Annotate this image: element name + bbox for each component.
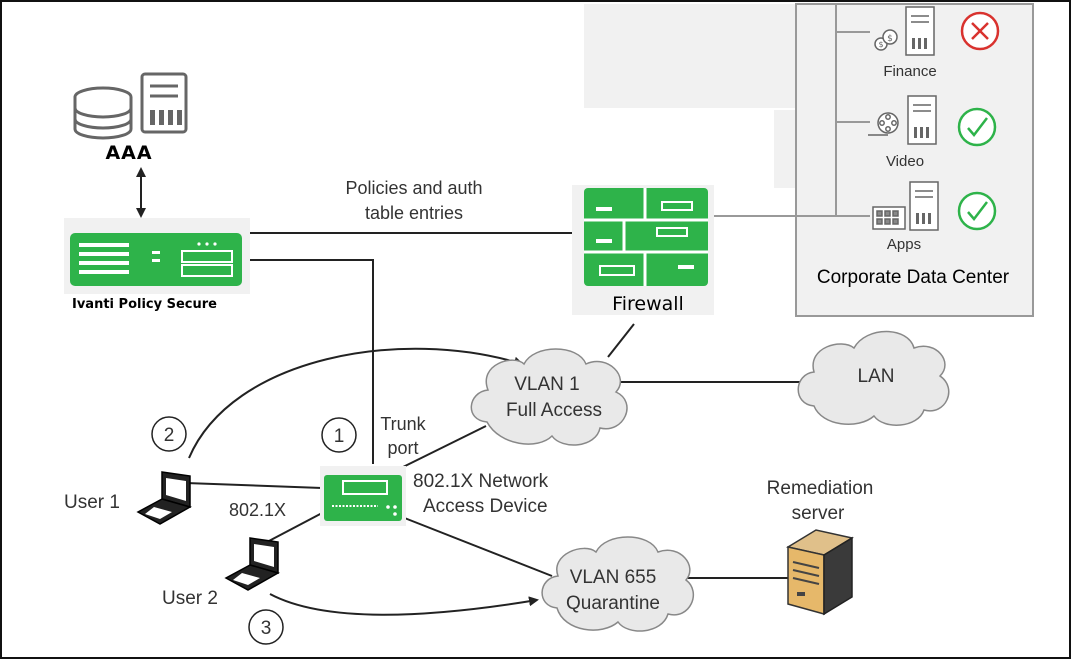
user1-to-vlan1-arrow xyxy=(188,347,524,459)
vlan655-label-line2: Quarantine xyxy=(566,593,660,614)
step-badge-3-label: 3 xyxy=(261,618,272,639)
video-server-icon xyxy=(907,95,937,145)
vlan1-label-line1: VLAN 1 xyxy=(514,374,579,395)
connections xyxy=(136,167,802,616)
aaa-label: AAA xyxy=(105,142,152,164)
vlan1-cloud xyxy=(470,348,628,446)
firewall-to-vlan1-line xyxy=(607,323,635,358)
user1-label: User 1 xyxy=(64,492,120,513)
video-reel-icon xyxy=(868,112,899,136)
vlan655-label-line1: VLAN 655 xyxy=(570,567,657,588)
nad-label-line2: Access Device xyxy=(423,496,548,517)
svg-text:$: $ xyxy=(887,34,893,44)
data-center-title: Corporate Data Center xyxy=(817,267,1010,288)
user1-to-nad-line xyxy=(185,482,323,489)
remediation-server-icon[interactable] xyxy=(786,529,854,616)
policies-label-line1: Policies and auth xyxy=(345,178,482,198)
finance-label: Finance xyxy=(883,63,936,80)
firewall-label: Firewall xyxy=(612,293,684,315)
user2-label: User 2 xyxy=(162,588,218,609)
trunk-label-line2: port xyxy=(387,438,418,458)
nad-label-line1: 802.1X Network xyxy=(413,471,549,492)
policy-to-nad-line xyxy=(250,259,374,464)
remediation-label-line1: Remediation xyxy=(767,478,874,499)
nad-to-vlan1-line xyxy=(400,425,487,469)
vlan1-label-line2: Full Access xyxy=(506,400,602,421)
user2-to-vlan655-arrow xyxy=(269,593,539,616)
dot1x-label: 802.1X xyxy=(229,500,286,520)
firewall-icon[interactable] xyxy=(572,185,714,315)
remediation-label-line2: server xyxy=(792,503,845,524)
policies-label-line2: table entries xyxy=(365,203,463,223)
video-allowed-icon xyxy=(957,107,997,147)
apps-allowed-icon xyxy=(957,191,997,231)
user2-to-nad-line xyxy=(266,511,325,543)
step-badge-2-label: 2 xyxy=(164,425,175,446)
lan-cloud xyxy=(797,330,950,426)
step-badge-1: 1 xyxy=(321,417,357,453)
lan-label: LAN xyxy=(858,366,895,387)
apps-label: Apps xyxy=(887,236,921,253)
apps-server-icon xyxy=(909,181,939,231)
corporate-data-center-panel xyxy=(584,3,1034,317)
video-label: Video xyxy=(886,153,924,170)
policy-secure-label: Ivanti Policy Secure xyxy=(72,297,217,312)
finance-denied-icon xyxy=(960,11,1000,51)
policy-secure-appliance[interactable] xyxy=(64,218,250,294)
finance-coins-icon: $ $ xyxy=(874,29,898,51)
svg-text:$: $ xyxy=(878,40,883,49)
step-badge-2: 2 xyxy=(151,416,187,452)
trunk-label-line1: Trunk xyxy=(380,414,426,434)
vlan655-cloud xyxy=(541,536,695,632)
nad-to-vlan655-line xyxy=(401,516,553,577)
aaa-server-icon xyxy=(140,72,188,134)
apps-grid-icon xyxy=(872,206,906,230)
step-badge-3: 3 xyxy=(248,609,284,645)
step-badge-1-label: 1 xyxy=(334,426,345,447)
user1-laptop-icon[interactable] xyxy=(136,471,192,525)
network-access-device[interactable] xyxy=(320,466,406,526)
finance-server-icon xyxy=(905,6,935,56)
user2-laptop-icon[interactable] xyxy=(224,537,280,591)
database-icon xyxy=(73,86,133,140)
